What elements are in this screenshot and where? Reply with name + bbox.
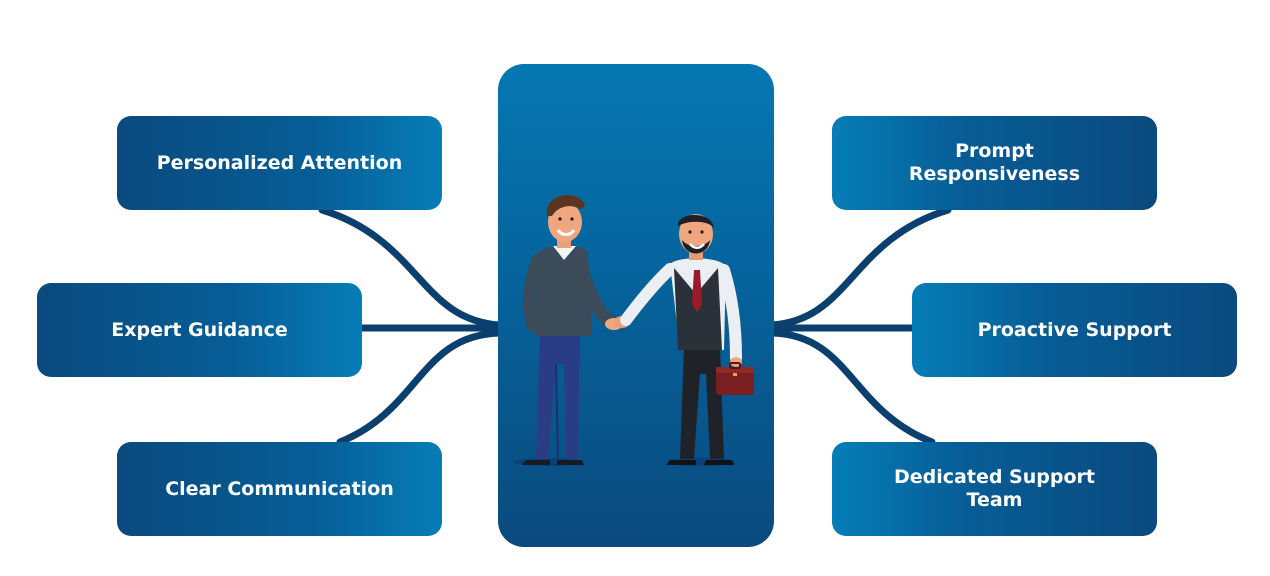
- box-label: Expert Guidance: [111, 318, 288, 341]
- briefcase-icon: [716, 362, 754, 395]
- box-label: Clear Communication: [165, 477, 394, 500]
- connector-clear-communication: [336, 329, 504, 446]
- box-proactive-support: Proactive Support: [912, 283, 1237, 377]
- box-label: Dedicated Support Team: [894, 466, 1095, 511]
- box-label: Proactive Support: [977, 318, 1172, 341]
- box-label: Prompt Responsiveness: [908, 140, 1081, 185]
- connector-personalized-attention: [318, 206, 504, 329]
- box-dedicated-support-team: Dedicated Support Team: [832, 442, 1157, 536]
- man-right: [620, 214, 742, 465]
- box-expert-guidance: Expert Guidance: [37, 283, 362, 377]
- handshake-illustration: [514, 194, 754, 466]
- center-panel: [498, 64, 774, 547]
- box-label: Personalized Attention: [156, 151, 403, 174]
- connector-dedicated-support-team: [768, 329, 936, 446]
- man-left: [522, 194, 617, 465]
- box-clear-communication: Clear Communication: [117, 442, 442, 536]
- connector-prompt-responsiveness: [768, 206, 952, 329]
- box-personalized-attention: Personalized Attention: [117, 116, 442, 210]
- box-prompt-responsiveness: Prompt Responsiveness: [832, 116, 1157, 210]
